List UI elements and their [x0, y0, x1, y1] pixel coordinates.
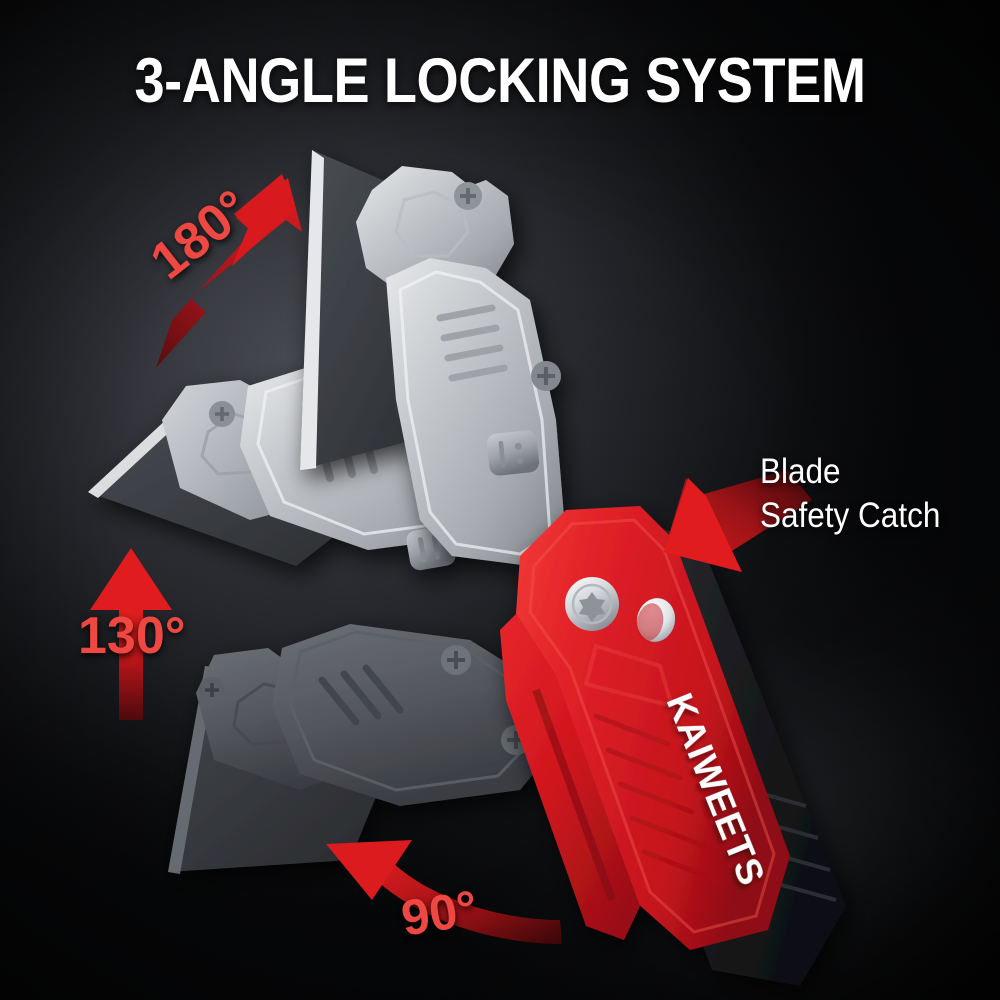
pivot-screw-ring	[571, 583, 613, 625]
arrow-safety-catch-head	[664, 478, 742, 572]
arrow-130	[90, 548, 172, 720]
blade-arm-90	[168, 624, 560, 874]
pivot-screw-torx	[579, 592, 605, 622]
arm-90-bevel	[288, 630, 536, 792]
screw-180-top-cross	[460, 188, 476, 204]
handle-grooves	[593, 713, 719, 883]
arm-180-vents	[436, 304, 508, 382]
arm-180-body	[386, 258, 566, 566]
handle-liner-gap	[532, 688, 616, 902]
callout-line-1: Blade	[760, 452, 841, 491]
screw-90-upper-cross	[447, 651, 465, 669]
page-title: 3-ANGLE LOCKING SYSTEM	[134, 46, 866, 116]
safety-catch-detail	[498, 440, 524, 468]
arrow-90-head	[326, 840, 412, 900]
screw-130-cross	[215, 407, 229, 421]
handle-chevron	[583, 643, 675, 709]
blade-arm-180	[300, 150, 566, 566]
arrow-180-head	[232, 174, 296, 266]
handle: KAIWEETS	[500, 506, 846, 986]
arrow-130-shaft	[119, 600, 143, 720]
callout-line-2: Safety Catch	[760, 496, 941, 535]
arrow-90	[326, 840, 562, 944]
release-pin-shadow	[636, 603, 664, 641]
screw-90-cross	[205, 683, 219, 697]
angle-label-130: 130°	[78, 607, 186, 665]
blade-safety-catch[interactable]	[486, 430, 540, 477]
arrow-90-shaft	[376, 862, 562, 944]
blade-180-edge	[300, 150, 324, 470]
callout-blade-safety-catch: Blade Safety Catch	[760, 450, 940, 538]
arrow-130-head	[90, 548, 172, 610]
screw-180-body-cross	[537, 367, 555, 385]
blade-180-emboss	[394, 190, 470, 258]
arm-130-latch-lines	[417, 534, 441, 562]
handle-highlight-edge	[528, 518, 776, 934]
arrow-safety-catch	[664, 470, 812, 572]
arrow-180	[156, 174, 302, 368]
arm-90-body	[272, 624, 560, 806]
arm-90-vents	[318, 664, 404, 726]
angle-label-90: 90°	[397, 879, 482, 947]
